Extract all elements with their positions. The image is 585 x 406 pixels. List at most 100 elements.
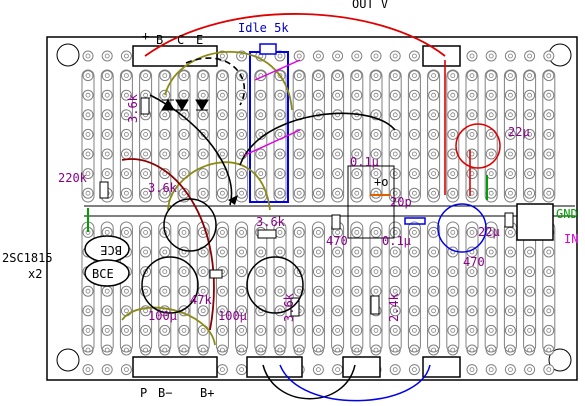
pad-hole xyxy=(335,229,341,235)
strip-lower xyxy=(446,221,460,353)
pad-hole xyxy=(373,53,379,59)
resistor-470-a xyxy=(331,214,341,230)
pad-hole xyxy=(431,327,437,333)
pad-hole xyxy=(239,269,245,275)
pad-hole xyxy=(124,112,129,118)
pad-hole xyxy=(277,288,283,294)
pad-hole xyxy=(335,190,341,196)
pad-hole xyxy=(527,308,532,314)
pad-hole xyxy=(104,288,110,294)
pad-hole xyxy=(373,229,379,235)
strip-upper xyxy=(311,69,325,203)
pad-hole xyxy=(527,288,532,294)
pad-hole xyxy=(315,327,321,333)
pad-hole xyxy=(200,171,206,177)
resistor-470-b xyxy=(504,212,514,228)
pad-hole xyxy=(469,269,475,275)
pad-hole xyxy=(181,288,187,294)
olive-wire-mid xyxy=(167,161,271,211)
pad-hole xyxy=(85,131,91,137)
transistor-count: x2 xyxy=(28,267,42,281)
pad-hole xyxy=(507,171,513,177)
strip-upper xyxy=(542,69,556,203)
pad-hole xyxy=(104,53,110,59)
pad-hole xyxy=(354,288,360,294)
pad-hole xyxy=(277,53,283,59)
pad-hole xyxy=(85,327,91,333)
strip-upper xyxy=(388,69,402,203)
pad-hole xyxy=(335,92,341,98)
pad-hole xyxy=(104,171,110,177)
resistor-3-6k-a xyxy=(140,97,150,115)
pad-hole xyxy=(296,92,302,98)
pad-hole xyxy=(488,92,494,98)
pad-hole xyxy=(373,92,379,98)
pad-hole xyxy=(315,53,321,59)
strip-grid xyxy=(81,69,556,353)
pad-hole xyxy=(85,151,91,157)
black-arc-top xyxy=(185,57,246,106)
pad-hole xyxy=(546,92,552,98)
diode-1 xyxy=(161,99,175,111)
pad-hole xyxy=(162,269,168,275)
pad-hole xyxy=(239,308,245,314)
strip-lower xyxy=(273,221,287,353)
pad-hole xyxy=(258,171,264,177)
pad-hole xyxy=(124,171,129,177)
pad-hole xyxy=(104,151,110,157)
pad-hole xyxy=(488,269,494,275)
pad-hole xyxy=(200,269,206,275)
pad-hole xyxy=(507,327,513,333)
pad-hole xyxy=(219,249,225,255)
pad-hole xyxy=(392,288,398,294)
pad-hole xyxy=(469,308,475,314)
pad-hole xyxy=(181,92,187,98)
pad-hole xyxy=(85,92,91,98)
pad-hole xyxy=(162,112,168,118)
pad-hole xyxy=(239,288,245,294)
pad-hole xyxy=(431,92,437,98)
pad-hole xyxy=(373,131,379,137)
pad-hole xyxy=(258,288,264,294)
pad-hole xyxy=(507,249,513,255)
header-top-right xyxy=(422,45,461,67)
pad-hole xyxy=(219,92,225,98)
pad-hole xyxy=(411,92,417,98)
pad-hole xyxy=(431,171,437,177)
strip-upper xyxy=(350,69,364,203)
pad-hole xyxy=(219,229,225,235)
pad-hole xyxy=(450,229,456,235)
pad-hole xyxy=(488,131,494,137)
pad-hole xyxy=(546,131,552,137)
pad-hole xyxy=(488,171,494,177)
pad-hole xyxy=(546,249,552,255)
cap-22u-blue xyxy=(437,203,487,253)
header-bottom-mid xyxy=(246,356,303,378)
header-bottom-left xyxy=(132,356,218,378)
pad-hole xyxy=(354,171,360,177)
pad-hole xyxy=(315,190,321,196)
pad-hole xyxy=(181,171,187,177)
pad-hole xyxy=(124,131,129,137)
pad-hole xyxy=(488,327,494,333)
pad-hole xyxy=(335,288,341,294)
pad-hole xyxy=(392,131,398,137)
pad-hole xyxy=(296,112,302,118)
label-22u-a: 22μ xyxy=(508,125,530,139)
mount-hole-bl xyxy=(56,348,80,372)
pad-hole xyxy=(200,229,206,235)
strip-upper xyxy=(81,69,95,203)
cap-box-0-1u xyxy=(347,165,395,239)
idle-trimmer-tab xyxy=(259,43,277,55)
pad-hole xyxy=(527,151,532,157)
pad-hole xyxy=(124,151,129,157)
transistor-pins-bottom: BCE xyxy=(92,267,114,281)
pad-hole xyxy=(431,151,437,157)
pad-hole xyxy=(239,327,245,333)
pad-hole xyxy=(392,249,398,255)
strip-upper xyxy=(523,69,537,203)
pad-hole xyxy=(219,151,225,157)
strip-lower xyxy=(484,221,498,353)
pad-hole xyxy=(354,269,360,275)
pad-hole xyxy=(277,92,283,98)
